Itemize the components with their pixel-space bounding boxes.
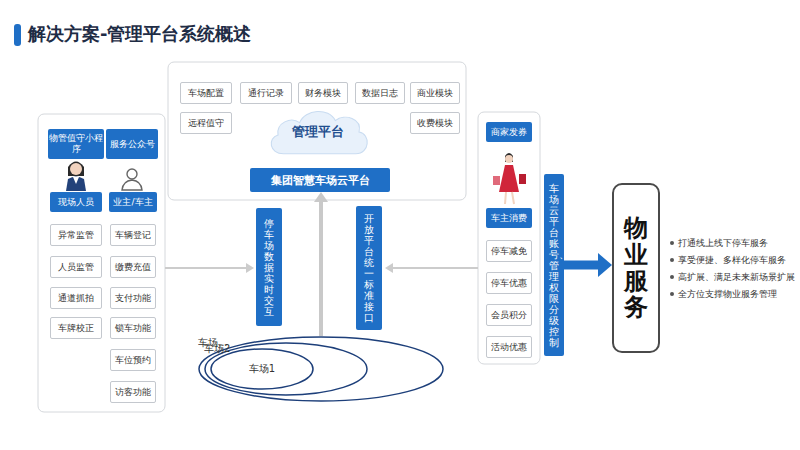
function-box: 锁车功能 [110,317,156,339]
node-label: 商家发券 [491,127,527,138]
owner-icon [122,169,142,190]
node-label: 车牌校正 [58,322,94,335]
flow-head [385,263,393,273]
bullet-text: 打通线上线下停车服务 [670,235,795,252]
role-box: 业主/车主 [109,192,157,212]
node-label: 活动优惠 [491,341,527,354]
vertical-band: 停车场数据实时交互 [256,208,282,326]
node-label: 异常监管 [58,229,94,242]
function-box: 会员积分 [486,304,532,326]
node-label: 车辆登记 [115,229,151,242]
bullet-text: 全方位支撑物业服务管理 [670,286,795,303]
flow-line [393,267,478,269]
node-label: 业主/车主 [113,197,152,208]
node-label: 通行记录 [248,87,284,100]
node-label: 开放平台统一标准接口 [364,213,374,323]
shopper-icon [493,153,526,204]
function-box: 通道抓拍 [50,287,102,309]
node-label: 现场人员 [58,197,94,208]
node-label: 会员积分 [491,309,527,322]
node-label: 管理平台 [292,123,344,141]
ellipse-outline [205,343,367,395]
role-box: 服务公众号 [106,129,158,159]
node-label: 商业模块 [417,87,453,100]
node-label: 车场... [198,336,228,350]
function-box: 车辆登记 [110,224,156,246]
bullet-list: 打通线上线下停车服务享受便捷、多样化停车服务高扩展、满足未来新场景扩展全方位支撑… [670,235,795,303]
function-box: 财务模块 [298,82,348,104]
connector-arrow [319,202,323,336]
platform-cloud: 管理平台 [264,106,372,158]
node-label: 访客功能 [115,386,151,399]
ellipse-outline [211,349,313,389]
role-box: 车主消费 [486,208,532,228]
flow-head [246,263,254,273]
node-label: 人员监管 [58,261,94,274]
node-label: 车场1 [249,362,275,376]
function-box: 支付功能 [110,287,156,309]
parking-ellipse: 车场1车场2车场... [198,336,444,402]
vertical-band: 车场云平台账号、管理权限分级控制 [544,174,564,356]
platform-panel [168,62,466,200]
parking-ellipse: 车场1车场2 [204,342,368,396]
platform-bar: 集团智慧车场云平台 [250,168,390,192]
vertical-band: 开放平台统一标准接口 [356,206,382,330]
node-label: 车位预约 [115,354,151,367]
node-label: 停车场数据实时交互 [264,218,274,317]
staff-icon [66,162,86,192]
function-box: 车位预约 [110,349,156,371]
function-box: 活动优惠 [486,336,532,358]
bullet-text: 高扩展、满足未来新场景扩展 [670,269,795,286]
function-box: 缴费充值 [110,256,156,278]
node-label: 数据日志 [362,87,398,100]
bullet-text: 享受便捷、多样化停车服务 [670,252,795,269]
node-label: 车场配置 [188,87,224,100]
left-panel [38,114,165,412]
node-label: 收费模块 [417,117,453,130]
node-label: 物业服务 [624,215,648,321]
function-box: 访客功能 [110,381,156,403]
function-box: 收费模块 [410,112,460,134]
node-label: 通道抓拍 [58,292,94,305]
title-mark [14,24,21,46]
node-label: 车场云平台账号、管理权限分级控制 [549,183,559,348]
role-box: 现场人员 [50,192,102,212]
node-label: 物管值守小程序 [48,133,104,155]
connector-arrow [564,261,598,270]
node-label: 远程值守 [188,117,224,130]
node-label: 停车减免 [491,245,527,258]
function-box: 数据日志 [355,82,405,104]
node-label: 财务模块 [305,87,341,100]
node-label: 服务公众号 [110,139,155,150]
right-panel [478,112,540,364]
function-box: 车场配置 [180,82,232,104]
function-box: 远程值守 [180,112,232,134]
role-box: 物管值守小程序 [48,129,104,159]
function-box: 人员监管 [50,256,102,278]
node-label: 车主消费 [491,213,527,224]
node-label: 缴费充值 [115,261,151,274]
parking-ellipse: 车场1 [210,348,314,390]
cloud-outline [271,111,367,153]
function-box: 异常监管 [50,224,102,246]
page-title: 解决方案-管理平台系统概述 [28,22,251,46]
role-box: 商家发券 [486,122,532,142]
node-label: 锁车功能 [115,322,151,335]
function-box: 商业模块 [410,82,460,104]
function-box: 停车减免 [486,240,532,262]
function-box: 停车优惠 [486,272,532,294]
function-box: 车牌校正 [50,317,102,339]
ellipse-outline [199,337,443,401]
node-label: 支付功能 [115,292,151,305]
node-label: 停车优惠 [491,277,527,290]
node-label: 集团智慧车场云平台 [271,173,370,188]
flow-line [165,267,246,269]
function-box: 通行记录 [240,82,292,104]
service-box: 物业服务 [612,183,660,353]
